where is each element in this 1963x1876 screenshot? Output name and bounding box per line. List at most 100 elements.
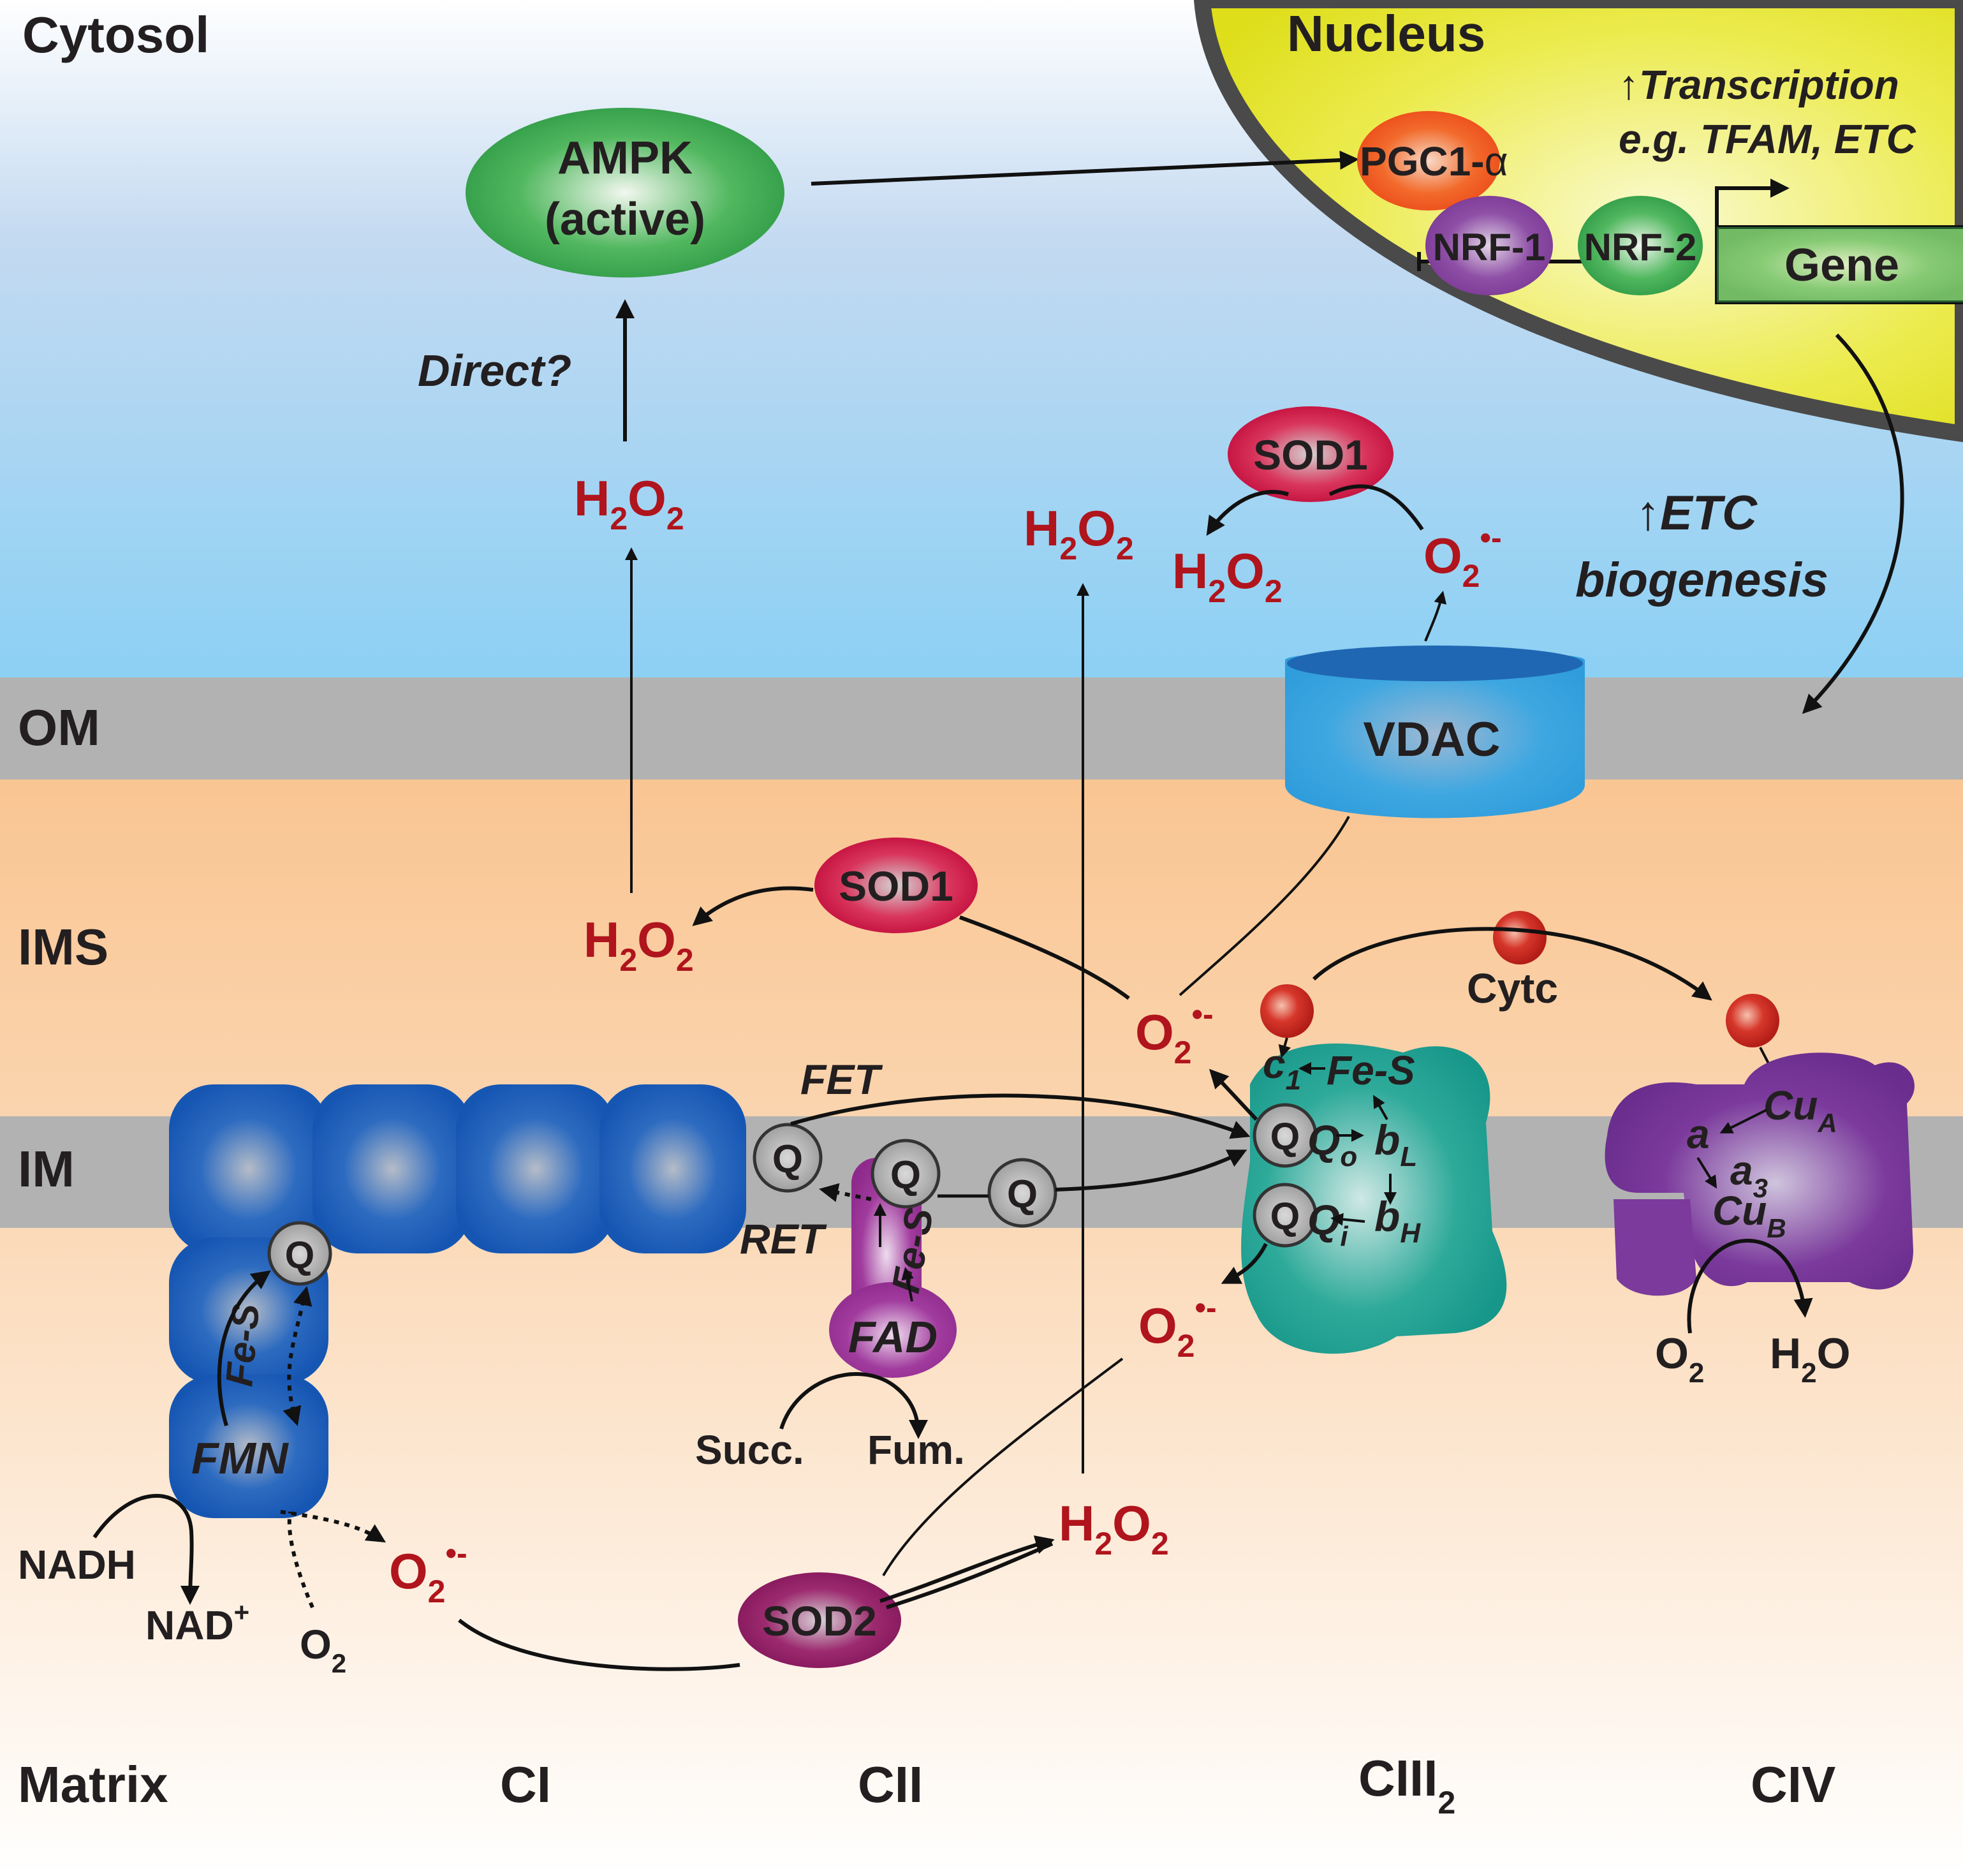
superoxide-cytosol: O2•- [1423, 520, 1502, 594]
ims-label: IMS [18, 919, 108, 975]
superoxide-matrix-ci: O2•- [389, 1535, 467, 1609]
bl-heme-label: bL [1374, 1116, 1417, 1172]
cua-label: CuA [1763, 1082, 1837, 1138]
q-pool-free [987, 1158, 1057, 1228]
ci-quinone [267, 1221, 332, 1286]
im-label: IM [18, 1141, 75, 1197]
ciii-superoxide-ims-arrow [1209, 1068, 1258, 1121]
complex-ii-fad-domain [829, 1282, 957, 1378]
fet-label: FET [800, 1056, 883, 1103]
cytc-to-c1-arrow [1278, 1037, 1291, 1058]
nadh-oxidation-arrow [92, 1494, 200, 1605]
sod1-cytosol-label: SOD1 [1253, 431, 1368, 478]
biogenesis-arrow [1802, 333, 1904, 714]
sod2-label: SOD2 [762, 1597, 877, 1644]
h2o2-cytosol-left: H2O2 [574, 470, 684, 536]
ret-label: RET [740, 1215, 827, 1262]
qo-to-fes-arrow [1373, 1095, 1388, 1120]
ci-fes-label: Fe-S [217, 1302, 267, 1388]
nrf2-label: NRF-2 [1584, 226, 1697, 269]
ciii-qi-quinone [1253, 1183, 1318, 1248]
ci-electron-path-arrow [217, 1270, 271, 1426]
a-to-a3-arrow [1696, 1156, 1717, 1189]
vdac-superoxide-arrow [1424, 591, 1447, 642]
gene-label: Gene [1784, 240, 1899, 291]
superoxide-matrix-ciii: O2•- [1138, 1290, 1217, 1364]
complex-iv-body [1605, 1052, 1915, 1290]
o2-civ-label: O2 [1655, 1329, 1704, 1389]
ampk-state: (active) [545, 194, 705, 245]
ci-superoxide-to-sod2-line [458, 1618, 740, 1671]
bh-to-qi-arrow [1330, 1213, 1365, 1226]
nucleus-label: Nucleus [1287, 5, 1485, 62]
nadh-label: NADH [18, 1542, 136, 1588]
vdac-pore [1287, 646, 1583, 681]
succinate-label: Succ. [695, 1427, 804, 1473]
sod2-node [738, 1572, 901, 1668]
superoxide-ims: O2•- [1135, 996, 1214, 1070]
sod1-ims-product-arrow [692, 886, 814, 926]
fet-arrow [790, 1093, 1251, 1139]
succinate-oxidation-arrow [779, 1372, 928, 1439]
cytc-on-ciii [1260, 984, 1314, 1038]
bh-heme-label: bH [1374, 1193, 1421, 1249]
ret-dotted-arrow [819, 1183, 872, 1202]
outer-membrane [0, 677, 1963, 779]
etc-biogenesis-label-1: ↑ETC [1636, 486, 1758, 540]
sod1-ims-node [814, 838, 978, 933]
q-pool-cii-label: Q [890, 1153, 921, 1197]
ciii-qi-q: Q [1270, 1195, 1300, 1237]
fmn-label: FMN [191, 1433, 289, 1483]
oxygen-reduction-arrow [1687, 1238, 1813, 1334]
promoter-arrow [1715, 179, 1790, 227]
nrf1-node [1425, 196, 1553, 295]
h2o2-cytosol-right: H2O2 [1172, 543, 1283, 609]
complex-i-subunit-3 [456, 1084, 615, 1253]
matrix-label: Matrix [18, 1756, 168, 1813]
sod2-product-arrow [879, 1535, 1055, 1603]
complex-i-subunit-2 [312, 1084, 472, 1253]
nrf1-label: NRF-1 [1433, 226, 1546, 269]
cii-fad-to-fes-arrow [901, 1267, 914, 1302]
ciii-superoxide-to-sod2-line [882, 1357, 1124, 1577]
q-pool-ci [753, 1123, 823, 1193]
ci-label: CI [500, 1756, 551, 1813]
nad-label: NAD+ [145, 1597, 249, 1648]
ampk-to-pgc1-arrow [811, 151, 1359, 186]
complex-iv-lower-lobe [1614, 1199, 1696, 1296]
ciii-qo-q: Q [1270, 1115, 1300, 1158]
cytosol-label: Cytosol [22, 6, 209, 63]
heme-a3-label: a3 [1730, 1148, 1768, 1203]
ci-q-label: Q [285, 1234, 315, 1276]
sod1-ims-substrate-line [959, 915, 1130, 1000]
civ-label: CIV [1751, 1756, 1835, 1813]
h2o2-matrix: H2O2 [1059, 1495, 1169, 1562]
ci-reverse-dotted-arrow [283, 1286, 312, 1426]
q-pool-ci-label: Q [772, 1137, 803, 1181]
cua-to-a-arrow [1719, 1109, 1767, 1134]
fmn-superoxide-dotted-arrow [280, 1510, 386, 1543]
fad-label: FAD [848, 1312, 937, 1362]
ampk-label: AMPK [557, 133, 693, 184]
pgc1-alpha-node [1357, 111, 1500, 210]
ciii-superoxide-matrix-arrow [1221, 1243, 1268, 1284]
cytc-mobile [1493, 911, 1547, 964]
transcription-targets: e.g. TFAM, ETC [1619, 116, 1916, 162]
q-pool-free-label: Q [1007, 1172, 1038, 1216]
ciii-fes-label: Fe-S [1327, 1047, 1415, 1093]
qo-site-label: Qo [1307, 1116, 1357, 1172]
water-label: H2O [1770, 1329, 1851, 1389]
q-pool-cii [871, 1139, 941, 1209]
cytc-label: Cytc [1467, 964, 1558, 1012]
fumarate-label: Fum. [867, 1427, 965, 1473]
etc-biogenesis-label-2: biogenesis [1575, 553, 1828, 607]
transcription-label: ↑Transcription [1619, 62, 1899, 108]
sod1-ims-label: SOD1 [839, 862, 953, 910]
sod1-cytosol-node [1228, 406, 1393, 502]
ciii-label: CIII2 [1358, 1750, 1455, 1821]
cii-label: CII [858, 1756, 923, 1813]
sod1-cytosol-product-arrow [1206, 490, 1289, 536]
sod2-product-arrow-2 [886, 1542, 1054, 1609]
q-to-ciii-arrow [1055, 1149, 1247, 1192]
